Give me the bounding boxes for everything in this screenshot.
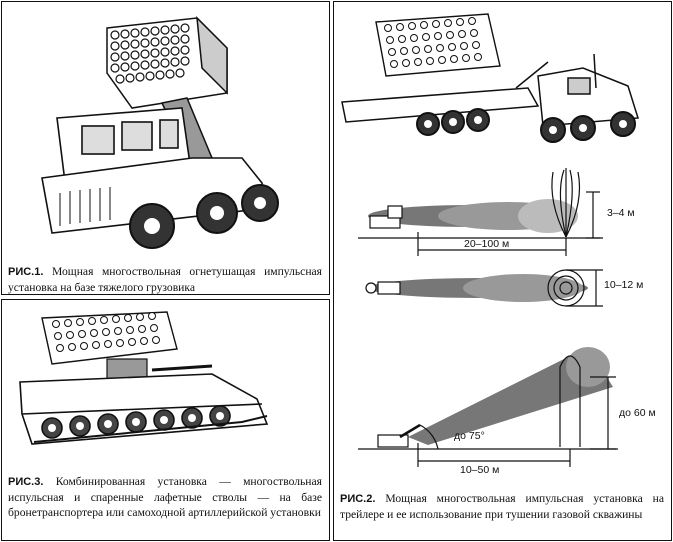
dimension-angle: до 75° bbox=[454, 430, 485, 442]
dimension-distance-1: 20–100 м bbox=[464, 238, 510, 250]
figure-2-text: Мощная многоствольная импульсная установ… bbox=[340, 492, 664, 521]
scenario-top-view-diagram bbox=[365, 269, 603, 307]
dimension-distance-2: 10–50 м bbox=[460, 464, 500, 476]
dimension-height-1: 3–4 м bbox=[607, 207, 635, 219]
armored-vehicle-launcher-illustration bbox=[19, 311, 269, 445]
dimension-height-2: до 60 м bbox=[619, 407, 656, 419]
figure-3-panel: РИС.3. Комбинированная установка — много… bbox=[1, 299, 330, 541]
figure-2-label: РИС.2. bbox=[340, 493, 376, 505]
figure-2-caption: РИС.2. Мощная многоствольная импульсная … bbox=[340, 491, 664, 522]
scenario-angled-spray-diagram bbox=[358, 347, 618, 467]
figure-3-text: Комбинированная установка — многоствольн… bbox=[8, 475, 322, 519]
figure-3-caption: РИС.3. Комбинированная установка — много… bbox=[8, 474, 322, 520]
figure-1-caption: РИС.1. Мощная многоствольная огнетушащая… bbox=[8, 264, 322, 295]
figure-1-label: РИС.1. bbox=[8, 266, 44, 278]
figure-1-text: Мощная многоствольная огнетушащая импуль… bbox=[8, 265, 322, 294]
figure-1-panel: РИС.1. Мощная многоствольная огнетушащая… bbox=[1, 1, 330, 295]
dimension-diameter: 10–12 м bbox=[604, 279, 644, 291]
heavy-truck-launcher-illustration bbox=[41, 15, 279, 249]
trailer-launcher-illustration bbox=[341, 13, 639, 143]
figure-2-panel: 3–4 м 20–100 м 10–12 м bbox=[333, 1, 672, 541]
figure-3-label: РИС.3. bbox=[8, 476, 44, 488]
scenario-side-view-diagram bbox=[358, 168, 603, 256]
